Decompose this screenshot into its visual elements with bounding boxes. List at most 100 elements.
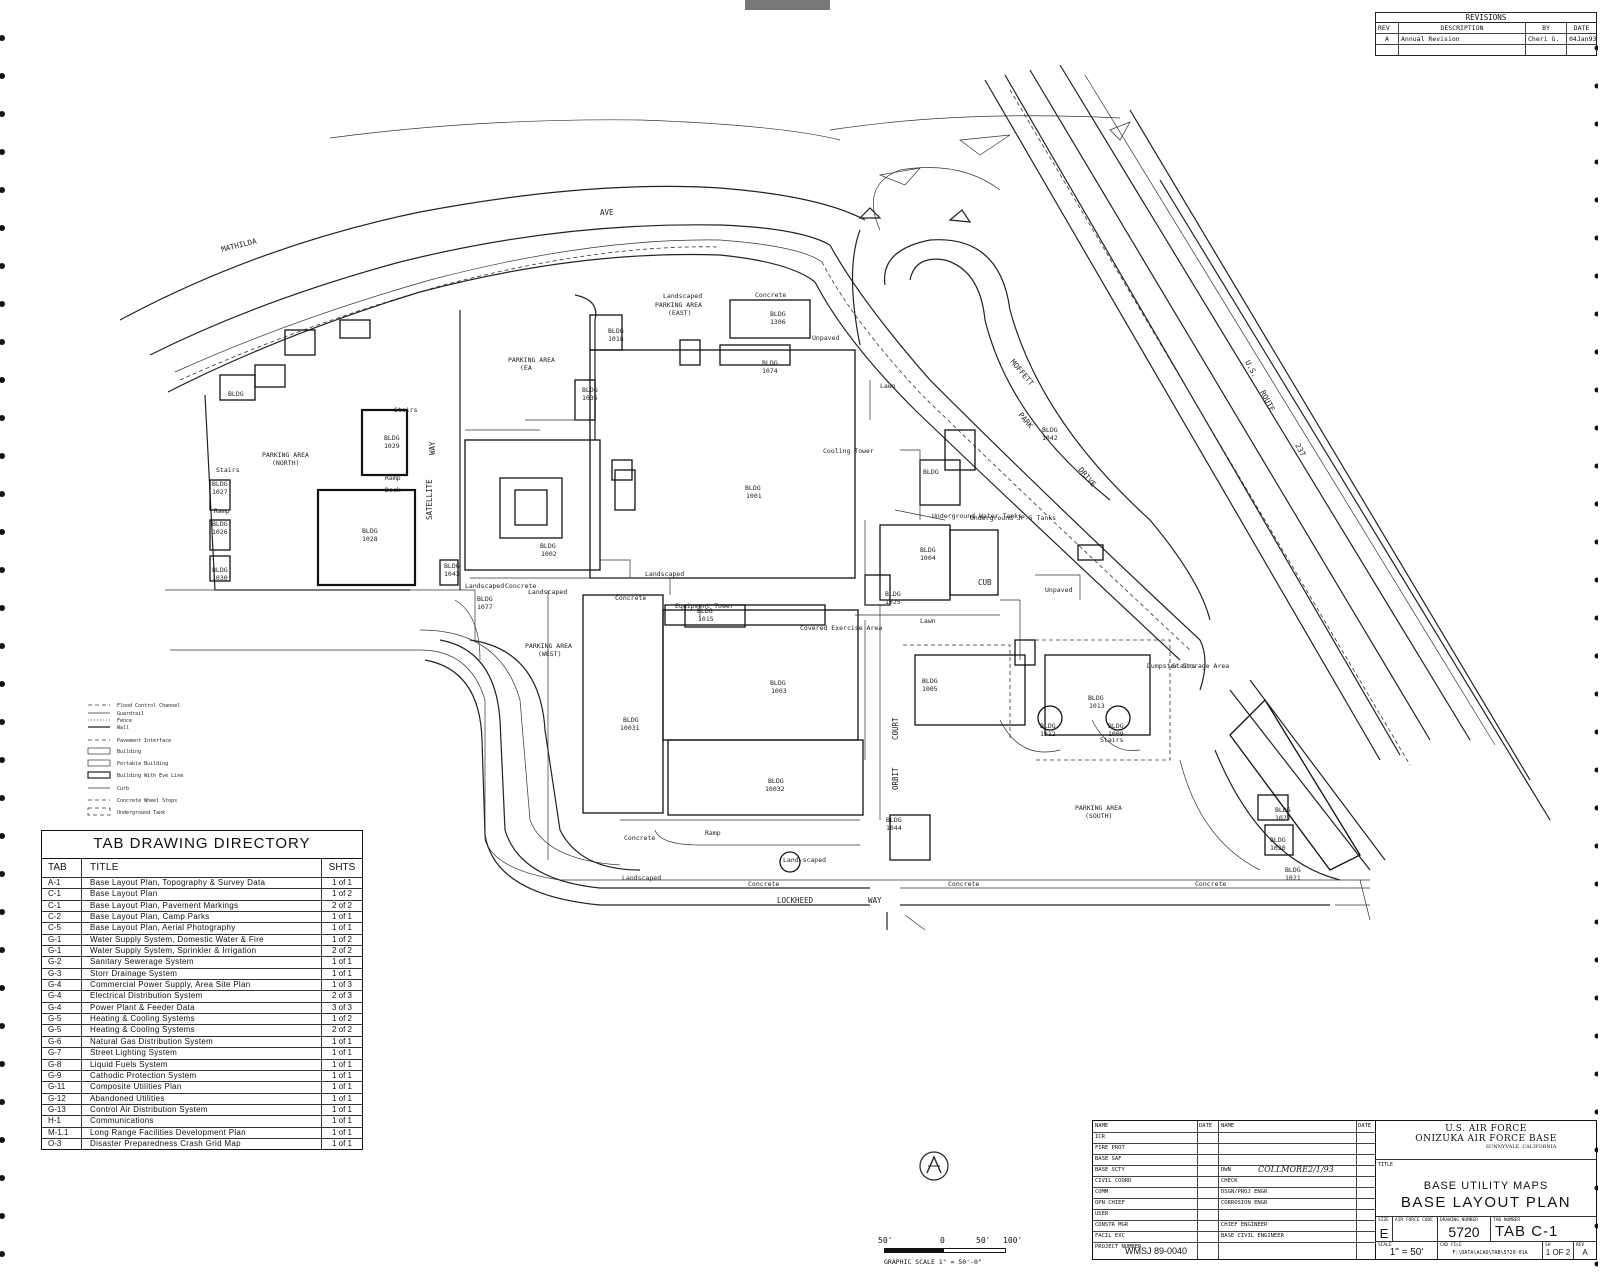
svg-text:1074: 1074	[762, 367, 778, 375]
directory-row-title: Storr Drainage System	[82, 968, 322, 980]
svg-text:MATHILDA: MATHILDA	[220, 236, 258, 254]
binder-hole	[1594, 577, 1598, 583]
scale-bar-fill	[884, 1248, 944, 1253]
binder-hole	[1594, 83, 1598, 89]
svg-text:1013: 1013	[1089, 702, 1105, 710]
revisions-row: A Annual Revision Cheri G. 04Jan93	[1376, 34, 1596, 45]
svg-text:BLDG: BLDG	[745, 484, 761, 492]
binder-hole	[1594, 349, 1598, 355]
binder-hole	[1594, 197, 1598, 203]
directory-title: TAB DRAWING DIRECTORY	[42, 831, 362, 859]
svg-text:Landscaped: Landscaped	[663, 292, 702, 300]
directory-row-shts: 1 of 1	[331, 878, 352, 887]
svg-text:Equipment Tower: Equipment Tower	[675, 602, 734, 610]
binder-hole	[0, 301, 5, 307]
svg-text:BLDG: BLDG	[540, 542, 556, 550]
binder-hole	[0, 643, 5, 649]
svg-text:BLDG: BLDG	[1285, 866, 1301, 874]
svg-text:BLDG: BLDG	[228, 390, 244, 398]
directory-row-shts: 1 of 1	[331, 912, 352, 922]
directory-row-shts: 1 of 1	[331, 1104, 352, 1114]
directory-header-row: TAB TITLE SHTS	[42, 859, 362, 878]
svg-text:10031: 10031	[620, 724, 640, 732]
svg-text:BLDG: BLDG	[770, 310, 786, 318]
directory-row-shts: 1 of 1	[331, 1082, 352, 1092]
map-labels: MATHILDA AVE MOFFETT PARK DRIVE U.S. ROU…	[212, 208, 1308, 905]
svg-text:Ramp: Ramp	[705, 829, 721, 837]
revision-desc: Annual Revision	[1399, 34, 1526, 44]
binder-hole	[0, 605, 5, 611]
directory-row-tab: H-1	[42, 1116, 82, 1127]
svg-text:BLDG: BLDG	[1108, 722, 1124, 730]
svg-text:Underground JP-5 Tanks: Underground JP-5 Tanks	[970, 514, 1056, 522]
svg-text:Concrete: Concrete	[755, 291, 786, 299]
directory-row-tab: G-5	[42, 1025, 82, 1036]
svg-text:BLDG: BLDG	[362, 527, 378, 535]
binder-hole	[0, 187, 5, 193]
binder-hole	[0, 1023, 5, 1029]
directory-row-tab: G-11	[42, 1082, 82, 1093]
binder-hole	[1594, 235, 1598, 241]
base-perimeter	[165, 294, 1370, 881]
agency-line-1: U.S. AIR FORCE	[1445, 1124, 1527, 1134]
svg-text:Guardrail: Guardrail	[117, 711, 144, 717]
revisions-col-by: BY	[1526, 23, 1567, 33]
project-number: WMSJ 89-0040	[1125, 1246, 1188, 1256]
svg-text:1003: 1003	[771, 687, 787, 695]
svg-text:Landscaped: Landscaped	[645, 570, 684, 578]
binder-hole	[1594, 653, 1598, 659]
svg-text:BLDG: BLDG	[697, 607, 713, 615]
binder-hole	[0, 1061, 5, 1067]
svg-text:WAY: WAY	[428, 441, 437, 455]
revision-by: Cheri G.	[1526, 34, 1567, 44]
directory-row-shts: 1 of 1	[331, 1093, 352, 1103]
svg-text:Lawn: Lawn	[920, 617, 936, 625]
svg-text:Ramp: Ramp	[385, 474, 401, 482]
tab-drawing-directory: TAB DRAWING DIRECTORY TAB TITLE SHTS A-1…	[41, 830, 363, 1151]
binder-hole	[1594, 121, 1598, 127]
binder-holes-left	[0, 35, 5, 1257]
binder-hole	[0, 453, 5, 459]
svg-text:1043: 1043	[444, 570, 460, 578]
svg-text:1005: 1005	[922, 685, 938, 693]
top-binding-tab	[745, 0, 830, 10]
directory-row-tab: G-6	[42, 1036, 82, 1048]
svg-text:BLDG: BLDG	[1270, 836, 1286, 844]
revisions-col-date: DATE	[1573, 24, 1590, 32]
svg-text:1036: 1036	[582, 394, 598, 402]
buildings	[209, 299, 1361, 873]
svg-text:Concrete: Concrete	[615, 594, 646, 602]
moffett-park-drive	[814, 167, 1211, 691]
binder-hole	[0, 339, 5, 345]
svg-text:BLDG: BLDG	[608, 327, 624, 335]
svg-text:BLDG: BLDG	[384, 434, 400, 442]
svg-text:Deck: Deck	[385, 486, 401, 494]
svg-text:1030: 1030	[212, 574, 228, 582]
binder-hole	[0, 1099, 5, 1105]
svg-text:1028: 1028	[362, 535, 378, 543]
directory-row-shts: 3 of 3	[331, 1002, 352, 1012]
revisions-col-rev: REV	[1376, 23, 1399, 33]
svg-text:Lawn: Lawn	[880, 382, 896, 390]
binder-hole	[1594, 273, 1598, 279]
binder-hole	[1594, 767, 1598, 773]
svg-text:DRIVE: DRIVE	[1076, 466, 1098, 489]
svg-text:237: 237	[1293, 442, 1307, 458]
agency-line-3: SUNNYVALE, CALIFORNIA	[1485, 1144, 1557, 1150]
svg-text:(EA: (EA	[520, 364, 532, 372]
binder-hole	[1594, 729, 1598, 735]
directory-row-shts: 1 of 1	[331, 957, 352, 967]
svg-text:BLDG: BLDG	[212, 480, 228, 488]
svg-text:1009: 1009	[1108, 730, 1124, 738]
directory-row-title: Water Supply System, Sprinkler & Irrigat…	[82, 946, 322, 957]
directory-row-title: Composite Utilities Plan	[82, 1082, 322, 1093]
svg-text:Stairs: Stairs	[394, 406, 418, 414]
